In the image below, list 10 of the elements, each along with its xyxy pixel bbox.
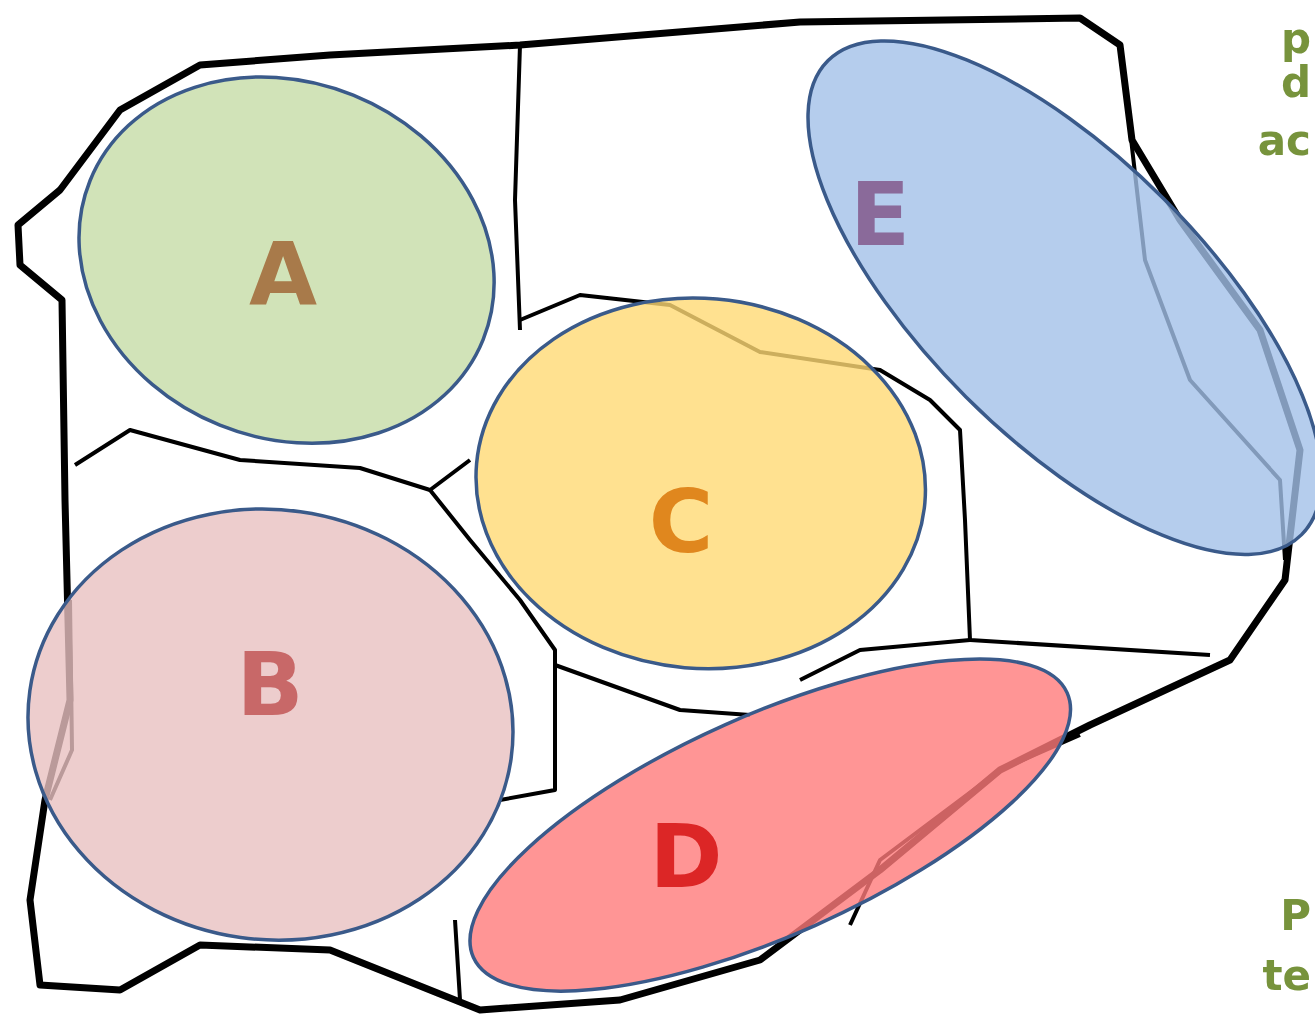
region-label: E: [849, 171, 911, 259]
region-label: D: [649, 813, 723, 901]
region-label: C: [648, 478, 714, 566]
note-text: d: [1280, 62, 1311, 104]
note-text: P: [1280, 895, 1311, 937]
note-text: te: [1262, 955, 1311, 997]
region-label: B: [236, 641, 304, 729]
note-text: p: [1280, 18, 1311, 60]
note-text: ac: [1257, 120, 1311, 162]
region-label: A: [248, 231, 318, 319]
